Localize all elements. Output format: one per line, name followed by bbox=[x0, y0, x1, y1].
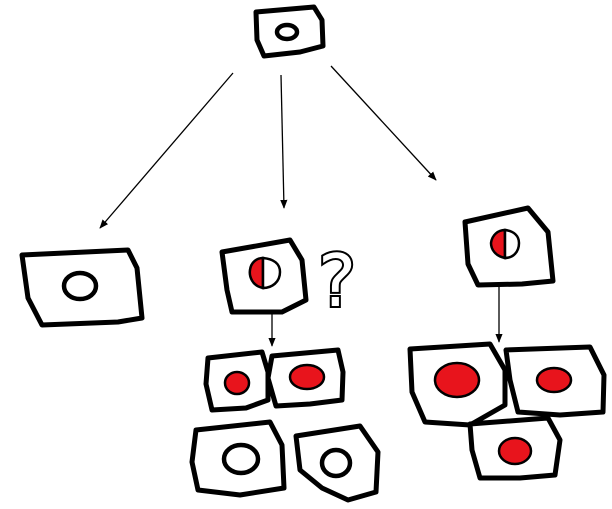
middle-cell-nucleus-white-half bbox=[261, 256, 282, 290]
arrow-to-right-branch bbox=[330, 65, 437, 181]
middle-progeny-marked-cell-1 bbox=[203, 349, 271, 413]
right-cell-nucleus-white-half bbox=[503, 228, 521, 260]
progeny-nucleus-red bbox=[535, 366, 573, 394]
right-progeny-marked-cell-2 bbox=[503, 344, 607, 418]
progeny-nucleus-empty bbox=[319, 447, 353, 479]
left-unmarked-cell bbox=[19, 247, 145, 328]
middle-cell-nucleus-red-half bbox=[248, 256, 265, 290]
parent-nucleus bbox=[274, 22, 300, 42]
middle-progeny-marked-cell-2 bbox=[265, 347, 346, 409]
right-progeny-marked-cell-1 bbox=[407, 341, 508, 428]
progeny-nucleus-red bbox=[223, 370, 251, 396]
left-cell-nucleus bbox=[61, 270, 99, 302]
right-progeny-group bbox=[407, 341, 607, 481]
progeny-nucleus-red bbox=[288, 363, 326, 391]
arrow-to-middle-branch bbox=[280, 74, 288, 209]
middle-progeny-group bbox=[189, 347, 381, 503]
middle-marked-cell bbox=[219, 237, 309, 315]
right-cell-nucleus-red-half bbox=[489, 228, 507, 260]
progeny-nucleus-empty bbox=[221, 442, 261, 476]
middle-progeny-unmarked-cell-2 bbox=[293, 423, 381, 503]
right-marked-cell bbox=[462, 205, 556, 288]
middle-progeny-unmarked-cell-1 bbox=[189, 419, 287, 498]
progeny-nucleus-red bbox=[497, 436, 533, 466]
progeny-nucleus-red bbox=[433, 361, 481, 399]
parent-cell bbox=[253, 4, 326, 59]
question-mark: ? bbox=[318, 239, 356, 323]
right-progeny-marked-cell-3 bbox=[467, 415, 563, 481]
arrow-to-left-branch bbox=[99, 72, 234, 229]
